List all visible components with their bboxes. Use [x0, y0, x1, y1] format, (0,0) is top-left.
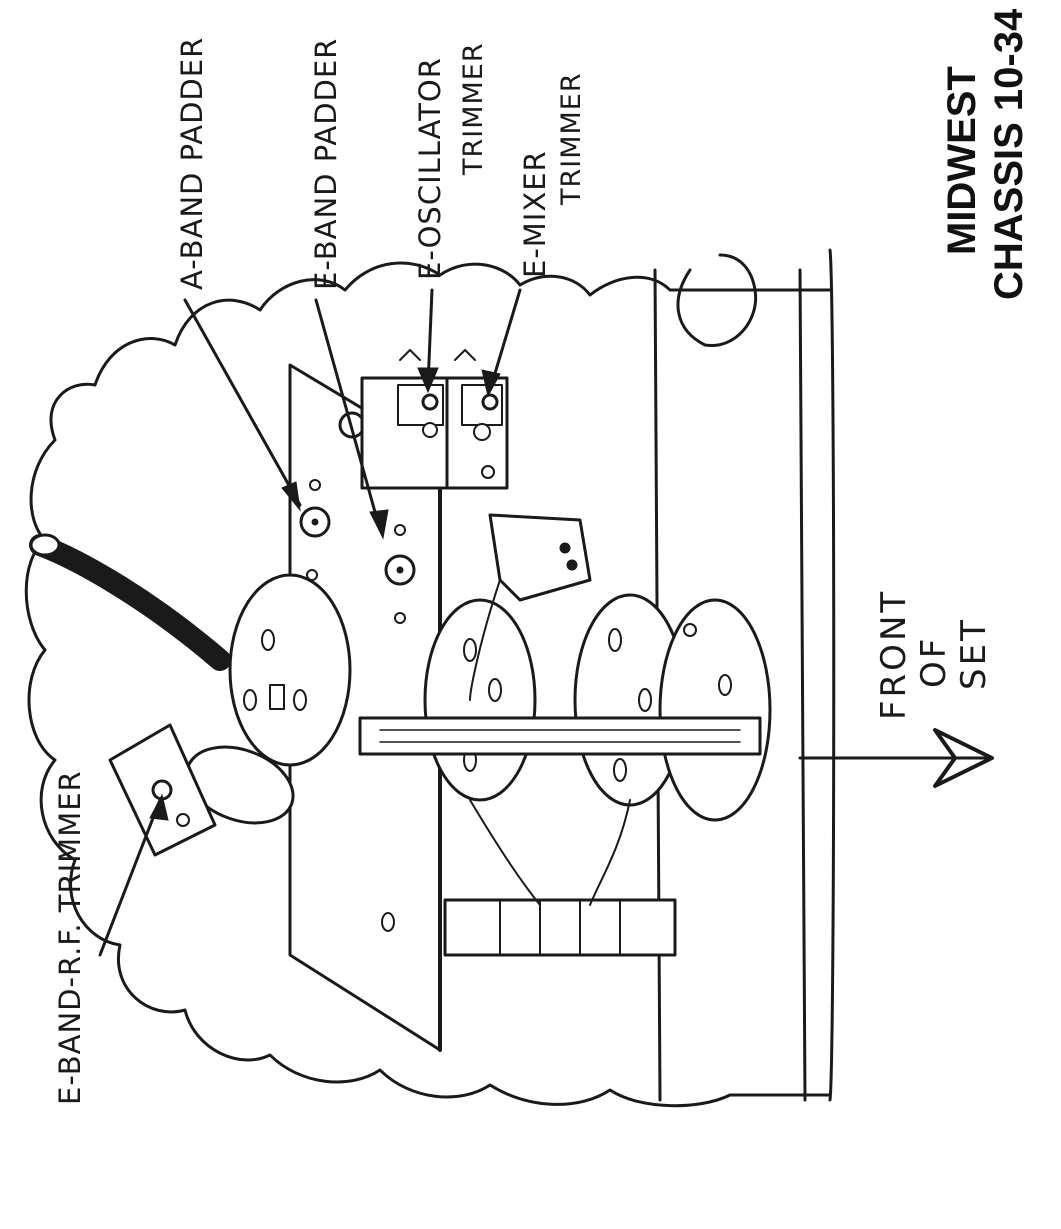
plate-screw: [309, 479, 321, 491]
label-e-mixer: E-MIXER: [518, 150, 552, 278]
chassis-rail-outer: [798, 268, 807, 1102]
front-label-line3: SET: [954, 617, 994, 690]
leader-e-mixer-trimmer: [481, 288, 522, 398]
label-e-band-rf-trimmer: E-BAND-R.F. TRIMMER: [53, 770, 87, 1105]
trimmer-strip-screw: [473, 423, 491, 441]
rf-trimmer-hole: [176, 813, 190, 827]
label-e-mixer-trimmer: TRIMMER: [556, 72, 587, 206]
label-e-oscillator-trimmer: TRIMMER: [458, 42, 489, 176]
front-label-line2: OF: [914, 636, 954, 688]
switch-shaft: [358, 716, 762, 756]
trimmer-lug: [399, 349, 476, 361]
capacitor-terminal: [566, 559, 578, 571]
title-line1: MIDWEST: [940, 66, 984, 255]
cutaway-outline: [24, 248, 836, 1108]
wafer-section-4: [658, 598, 772, 822]
leader-e-band-rf-trimmer: [98, 793, 169, 957]
e-band-padder-center: [396, 566, 404, 574]
shielded-cable: [29, 534, 231, 671]
chassis-hole: [676, 253, 758, 347]
leader-a-band-padder: [183, 298, 302, 512]
label-a-band-padder: A-BAND PADDER: [175, 37, 209, 290]
front-label-line1: FRONT: [874, 589, 914, 720]
plate-screw: [394, 612, 406, 624]
plate-screw: [394, 524, 406, 536]
label-e-oscillator: E-OSCILLATOR: [413, 57, 447, 280]
mixer-trimmer-screw: [481, 393, 499, 411]
wiring: [469, 579, 631, 906]
bottom-spool: [443, 898, 677, 957]
leader-e-oscillator-trimmer: [417, 288, 439, 394]
label-e-band-padder: E-BAND PADDER: [309, 38, 343, 290]
title-line2: CHASSIS 10-34: [987, 8, 1031, 300]
leader-e-band-padder: [314, 298, 389, 540]
capacitor-block: [488, 513, 592, 602]
wafer-section-2: [423, 598, 537, 802]
plate-screw: [381, 912, 395, 932]
a-band-padder-center: [311, 518, 319, 526]
capacitor-terminal: [559, 542, 571, 554]
trimmer-strip-screw: [422, 422, 438, 438]
oscillator-trimmer-screw: [421, 393, 439, 411]
wafer-section-1: [228, 573, 352, 767]
trimmer-strip-hole: [481, 465, 495, 479]
front-of-set-arrow: [798, 728, 994, 788]
cable-grommet: [29, 533, 61, 557]
